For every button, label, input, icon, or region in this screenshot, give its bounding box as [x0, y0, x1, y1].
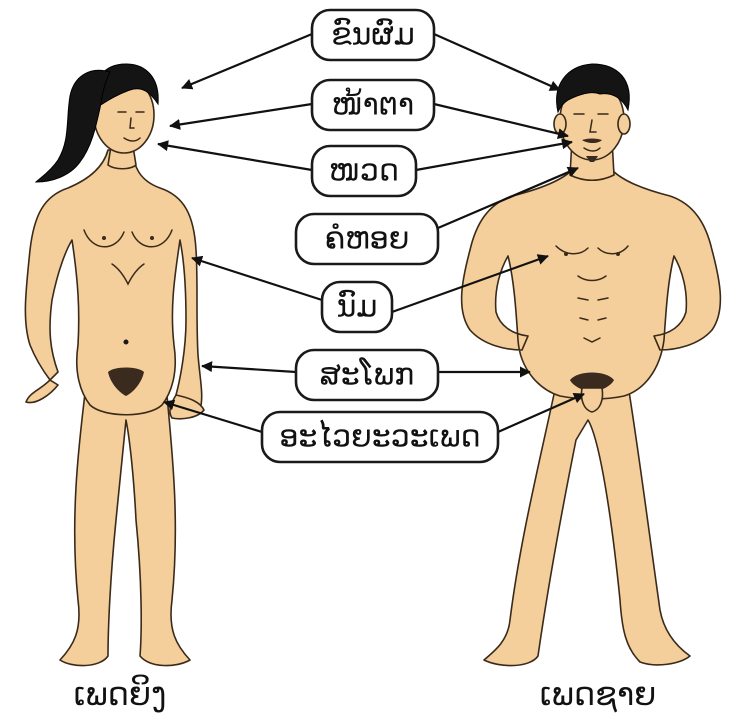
label-beard: ໜວດ	[312, 146, 416, 196]
label-hips: ສະໂພກ	[296, 350, 438, 400]
label-adams-apple: ຄໍຫອຍ	[296, 214, 438, 264]
female-left-arm	[26, 380, 58, 403]
label-hair-text: ຂົນຜົມ	[331, 17, 415, 52]
label-hips-text: ສະໂພກ	[320, 358, 415, 393]
label-hair: ຂົນຜົມ	[312, 10, 434, 60]
female-legs	[60, 385, 190, 666]
label-beard-text: ໜວດ	[329, 154, 399, 189]
male-torso	[462, 170, 721, 399]
label-face: ໜ້າຕາ	[312, 80, 434, 130]
caption-male: ເພດຊາຍ	[540, 675, 657, 713]
label-face-text: ໜ້າຕາ	[332, 86, 414, 122]
label-breast-text: ນົມ	[337, 289, 378, 324]
caption-female: ເພດຍິງ	[74, 675, 167, 713]
female-figure	[25, 64, 204, 666]
label-breast: ນົມ	[322, 282, 392, 332]
label-genitals: ອະໄວຍະວະເພດ	[262, 412, 498, 462]
label-genitals-text: ອະໄວຍະວະເພດ	[279, 419, 480, 455]
label-adams-apple-text: ຄໍຫອຍ	[325, 222, 410, 257]
male-legs	[484, 385, 690, 666]
